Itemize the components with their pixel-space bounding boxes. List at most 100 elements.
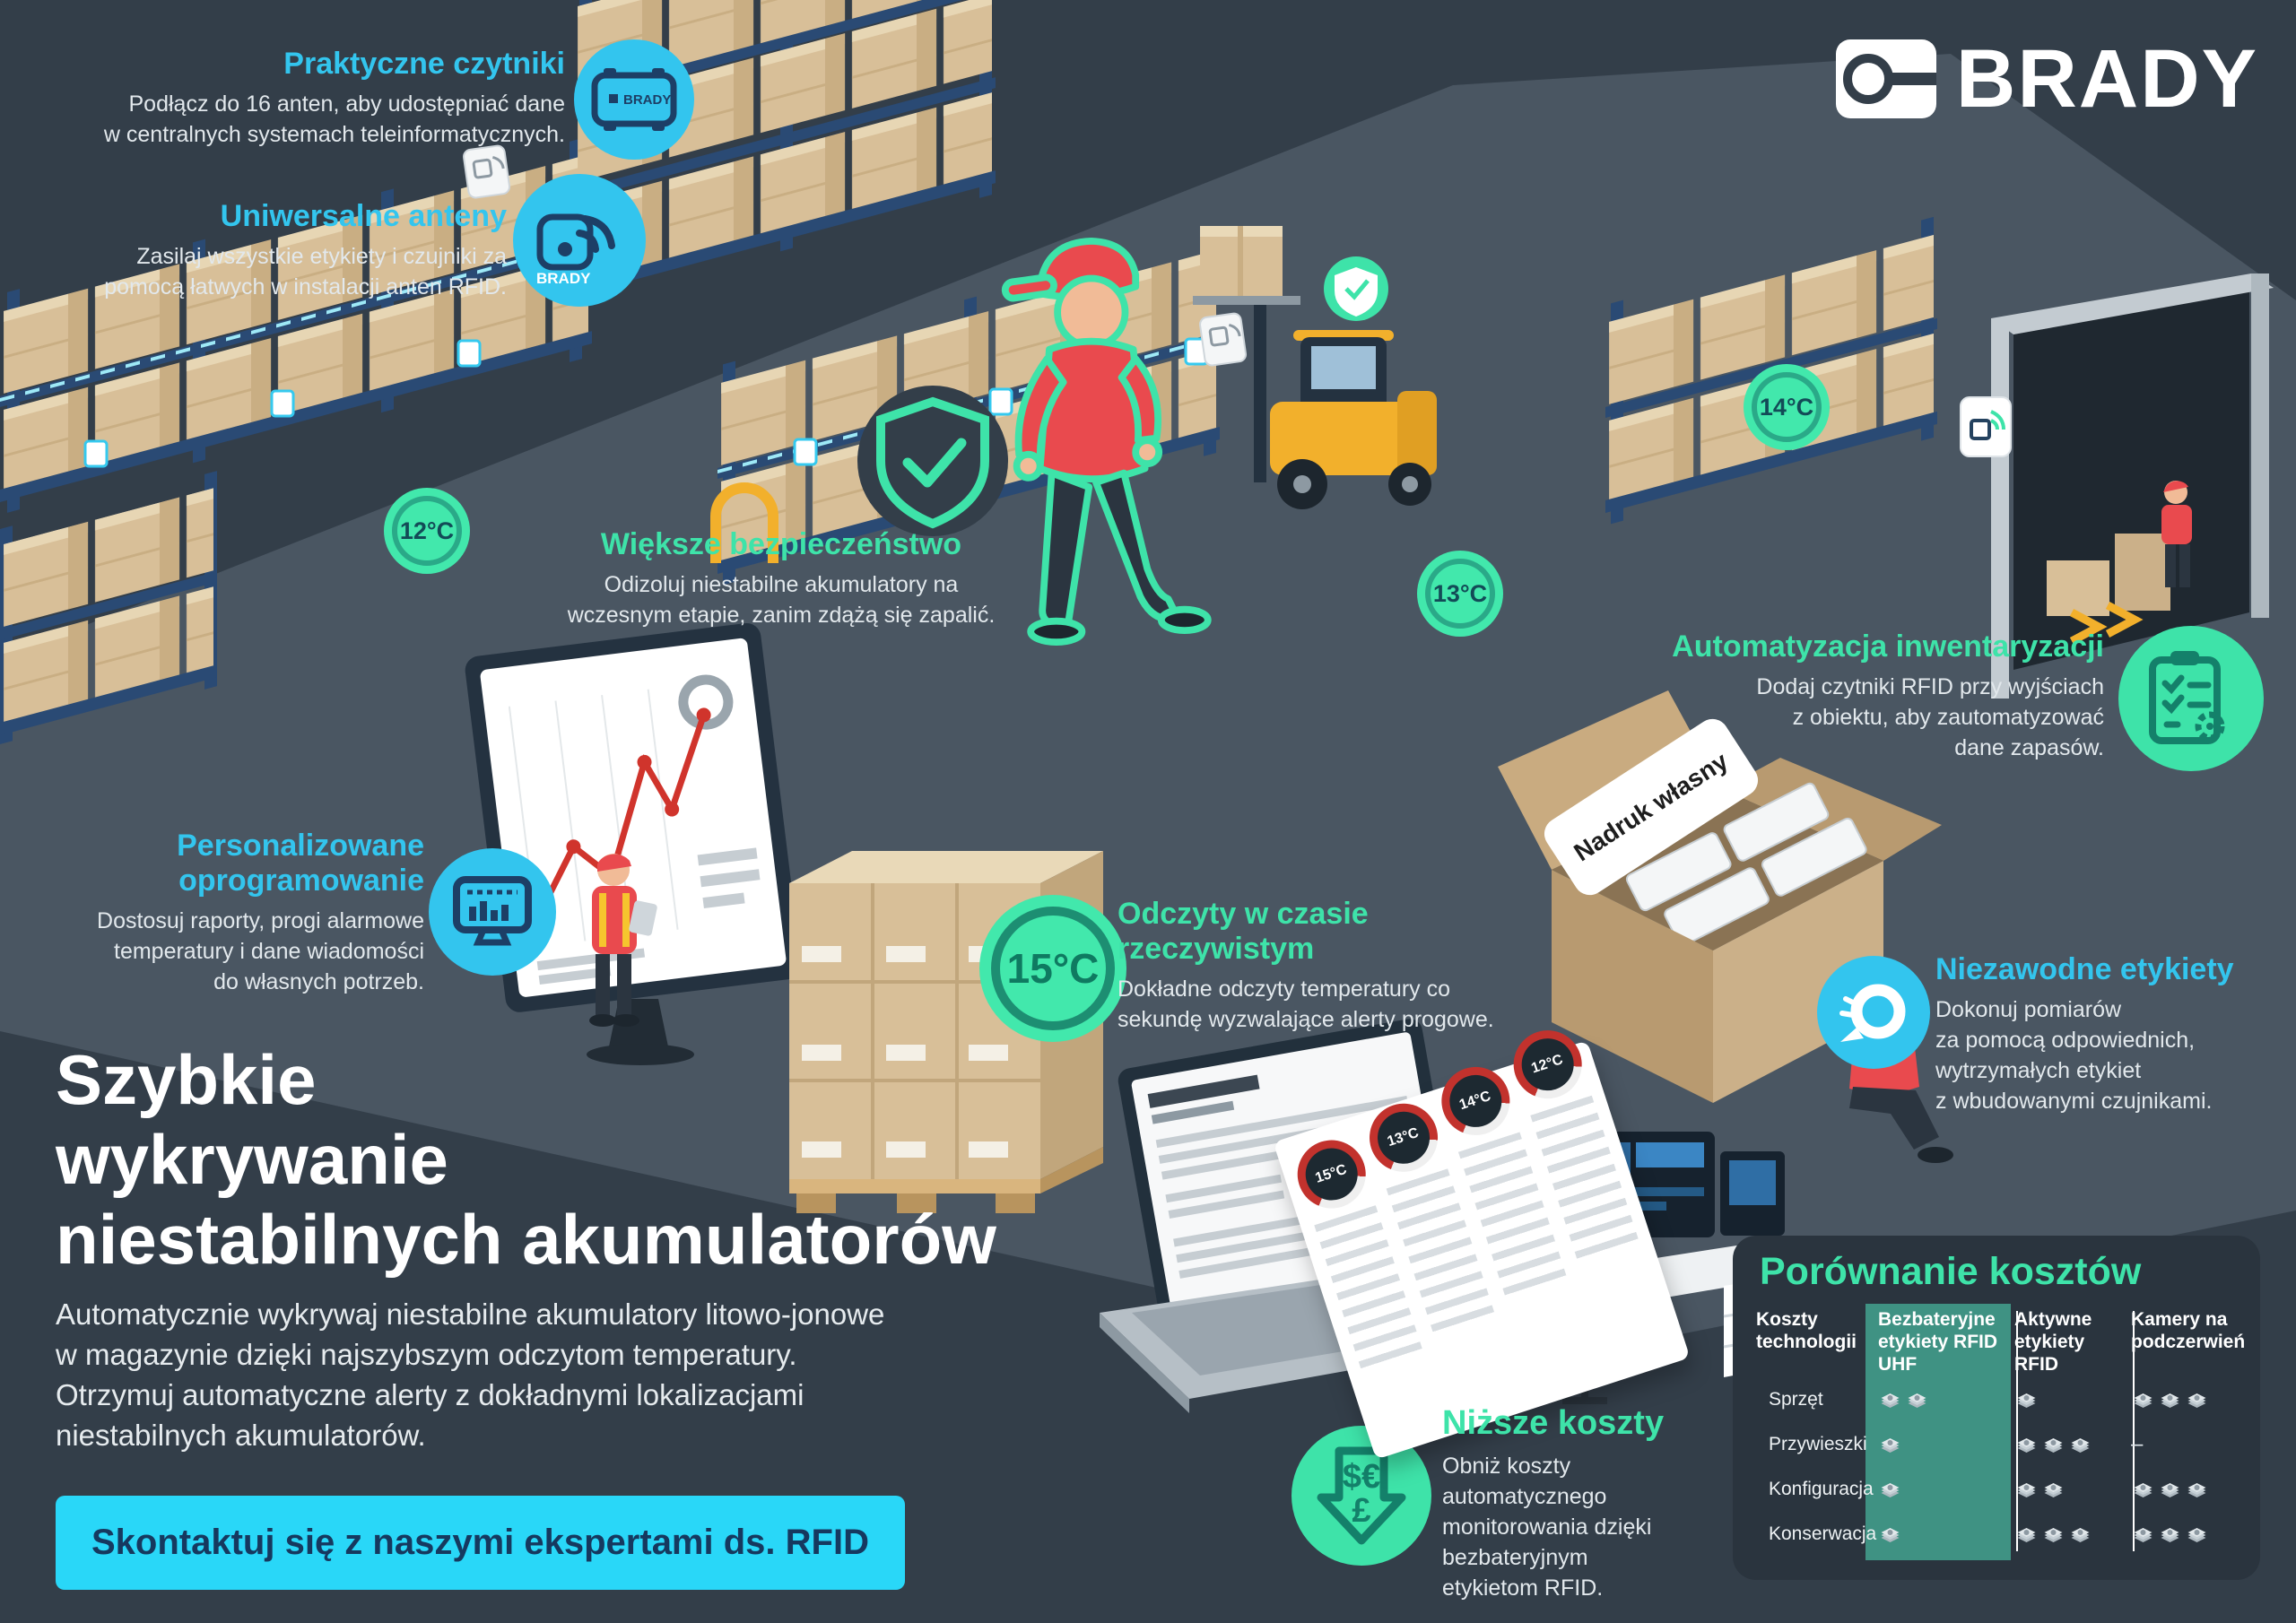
column-header: Kamery na podczerwień bbox=[2131, 1309, 2246, 1352]
callout-software: Personalizowane oprogramowanie Dostosuj … bbox=[49, 829, 424, 997]
temp-gauge: 15°C bbox=[1288, 1131, 1375, 1218]
shield-badge-icon bbox=[1324, 256, 1388, 321]
cost-cell bbox=[1866, 1479, 2014, 1500]
callout-body: Podłącz do 16 anten, aby udostępniać dan… bbox=[103, 91, 565, 148]
callout-body: Zasilaj wszystkie etykiety i czujniki za… bbox=[104, 244, 507, 300]
money-stack-icon bbox=[1881, 1393, 1900, 1408]
cost-cell bbox=[2131, 1389, 2240, 1410]
money-stack-icon bbox=[2187, 1483, 2206, 1497]
money-stack-icon bbox=[2161, 1528, 2179, 1542]
cost-comparison-panel: Porównanie kosztów Koszty technologii Be… bbox=[1733, 1236, 2260, 1580]
money-stack-icon bbox=[2187, 1393, 2206, 1408]
table-row: Konfiguracja bbox=[1756, 1467, 2240, 1512]
money-stack-icon bbox=[2017, 1393, 2036, 1408]
money-stack-icon bbox=[2017, 1528, 2036, 1542]
temp-badge-14: 14°C bbox=[1744, 364, 1830, 450]
label-roll-icon bbox=[1817, 956, 1930, 1069]
page-title: Szybkie wykrywanie niestabilnych akumula… bbox=[56, 1040, 996, 1279]
column-divider bbox=[2016, 1311, 2018, 1551]
callout-title: Praktyczne czytniki bbox=[283, 47, 565, 81]
callout-body: Dostosuj raporty, progi alarmowe tempera… bbox=[97, 908, 424, 995]
cost-cell bbox=[2014, 1523, 2131, 1545]
cost-cell bbox=[1866, 1434, 2014, 1455]
reader-icon: BRADY bbox=[574, 39, 694, 160]
callout-title: Personalizowane oprogramowanie bbox=[177, 829, 424, 898]
money-stack-icon bbox=[2071, 1528, 2090, 1542]
page-subtitle: Automatycznie wykrywaj niestabilne akumu… bbox=[56, 1298, 885, 1452]
shield-check-icon bbox=[857, 386, 1008, 536]
clipboard-gear-icon bbox=[2118, 626, 2264, 771]
table-header: Koszty technologii Bezbateryjne etykiety… bbox=[1756, 1309, 2246, 1376]
contact-experts-button[interactable]: Skontaktuj się z naszymi ekspertami ds. … bbox=[56, 1496, 905, 1590]
forklift bbox=[1193, 226, 1437, 509]
temp-badge-15: 15°C bbox=[979, 895, 1126, 1042]
currency-symbol-pound: £ bbox=[1352, 1492, 1371, 1530]
column-header: Aktywne etykiety RFID bbox=[2014, 1309, 2092, 1375]
callout-title: Automatyzacja inwentaryzacji bbox=[1672, 629, 2104, 664]
callout-title: Uniwersalne anteny bbox=[220, 199, 507, 233]
callout-title: Odczyty w czasie rzeczywistym bbox=[1118, 897, 1369, 967]
callout-body: Obniż koszty automatycznego monitorowani… bbox=[1442, 1453, 1652, 1601]
column-header: Koszty technologii bbox=[1756, 1309, 1857, 1352]
money-stack-icon bbox=[2134, 1483, 2152, 1497]
money-stack-icon bbox=[2044, 1528, 2063, 1542]
column-header: Bezbateryjne etykiety RFID UHF bbox=[1878, 1309, 1998, 1375]
money-stack-icon bbox=[1881, 1438, 1900, 1453]
money-stack-icon bbox=[2187, 1528, 2206, 1542]
cost-cell bbox=[2014, 1389, 2131, 1410]
cost-cell bbox=[2014, 1434, 2131, 1455]
table-row: Konserwacja bbox=[1756, 1512, 2240, 1557]
callout-title: Większe bezpieczeństwo bbox=[600, 527, 962, 561]
callout-body: Odizoluj niestabilne akumulatory na wcze… bbox=[567, 572, 996, 629]
callout-title: Niezawodne etykiety bbox=[1935, 952, 2234, 986]
column-divider bbox=[2133, 1311, 2135, 1551]
cost-cell bbox=[2014, 1479, 2131, 1500]
money-stack-icon bbox=[2071, 1438, 2090, 1453]
money-stack-icon bbox=[1908, 1393, 1926, 1408]
rfid-tag-icons bbox=[83, 144, 1248, 468]
temp-badge-13: 13°C bbox=[1417, 551, 1503, 637]
money-stack-icon bbox=[2017, 1483, 2036, 1497]
table-row: Przywieszki – bbox=[1756, 1422, 2240, 1467]
callout-body: Dodaj czytniki RFID przy wyjściach z obi… bbox=[1756, 674, 2104, 761]
money-stack-icon bbox=[2161, 1483, 2179, 1497]
cost-table-title: Porównanie kosztów bbox=[1760, 1250, 2142, 1293]
cost-cell: – bbox=[2131, 1432, 2144, 1456]
brand-logo: BRADY bbox=[1835, 33, 2258, 125]
callout-labels: Niezawodne etykiety Dokonuj pomiarów za … bbox=[1935, 952, 2290, 1116]
row-label: Konfiguracja bbox=[1769, 1479, 1874, 1499]
callout-antennas: Uniwersalne anteny Zasilaj wszystkie ety… bbox=[54, 199, 507, 302]
money-stack-icon bbox=[2017, 1438, 2036, 1453]
money-stack-icon bbox=[1881, 1528, 1900, 1542]
cost-cell bbox=[2131, 1523, 2240, 1545]
row-label: Przywieszki bbox=[1769, 1434, 1867, 1454]
svg-text:BRADY: BRADY bbox=[623, 92, 671, 108]
callout-safety: Większe bezpieczeństwo Odizoluj niestabi… bbox=[504, 527, 1058, 630]
callout-realtime: Odczyty w czasie rzeczywistym Dokładne o… bbox=[1118, 897, 1566, 1035]
worker-software bbox=[589, 854, 657, 1027]
cost-cell bbox=[1866, 1523, 2014, 1545]
money-stack-icon bbox=[2044, 1483, 2063, 1497]
rack-guard bbox=[710, 482, 778, 563]
worker-center bbox=[1001, 237, 1212, 646]
callout-title: Niższe koszty bbox=[1442, 1404, 1665, 1442]
brand-wordmark: BRADY bbox=[1955, 33, 2258, 125]
money-stack-icon bbox=[2134, 1528, 2152, 1542]
money-stack-icon bbox=[1881, 1483, 1900, 1497]
callout-body: Dokładne odczyty temperatury co sekundę … bbox=[1118, 976, 1494, 1033]
antenna-icon: BRADY bbox=[513, 174, 646, 307]
cost-cell bbox=[1866, 1389, 2014, 1410]
money-stack-icon bbox=[2044, 1438, 2063, 1453]
row-label: Konserwacja bbox=[1769, 1523, 1877, 1544]
exit-portal bbox=[1960, 273, 2274, 699]
currency-symbols: $€ bbox=[1342, 1458, 1381, 1496]
callout-body: Dokonuj pomiarów za pomocą odpowiednich,… bbox=[1935, 997, 2213, 1115]
cost-cell bbox=[2131, 1479, 2240, 1500]
money-stack-icon bbox=[2161, 1393, 2179, 1408]
highlighted-column bbox=[1866, 1304, 2011, 1560]
money-stack-icon bbox=[2134, 1393, 2152, 1408]
callout-readers: Praktyczne czytniki Podłącz do 16 anten,… bbox=[63, 47, 565, 150]
